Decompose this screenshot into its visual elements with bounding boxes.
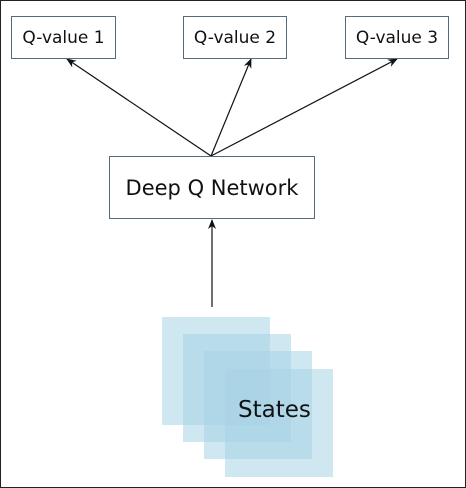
state-frame-4 [225, 369, 333, 477]
q-value-3-box: Q-value 3 [345, 16, 449, 59]
q-value-2-label: Q-value 2 [193, 27, 277, 48]
q-value-1-box: Q-value 1 [11, 16, 116, 59]
deep-q-network-box: Deep Q Network [109, 156, 315, 219]
q-value-2-box: Q-value 2 [183, 16, 287, 59]
arrow-network-to-q1 [66, 58, 212, 157]
deep-q-network-label: Deep Q Network [125, 175, 299, 200]
states-label: States [238, 397, 311, 423]
arrow-network-to-q3 [210, 58, 398, 157]
q-value-1-label: Q-value 1 [22, 27, 105, 48]
q-value-3-label: Q-value 3 [355, 27, 439, 48]
arrow-network-to-q2 [210, 58, 252, 157]
